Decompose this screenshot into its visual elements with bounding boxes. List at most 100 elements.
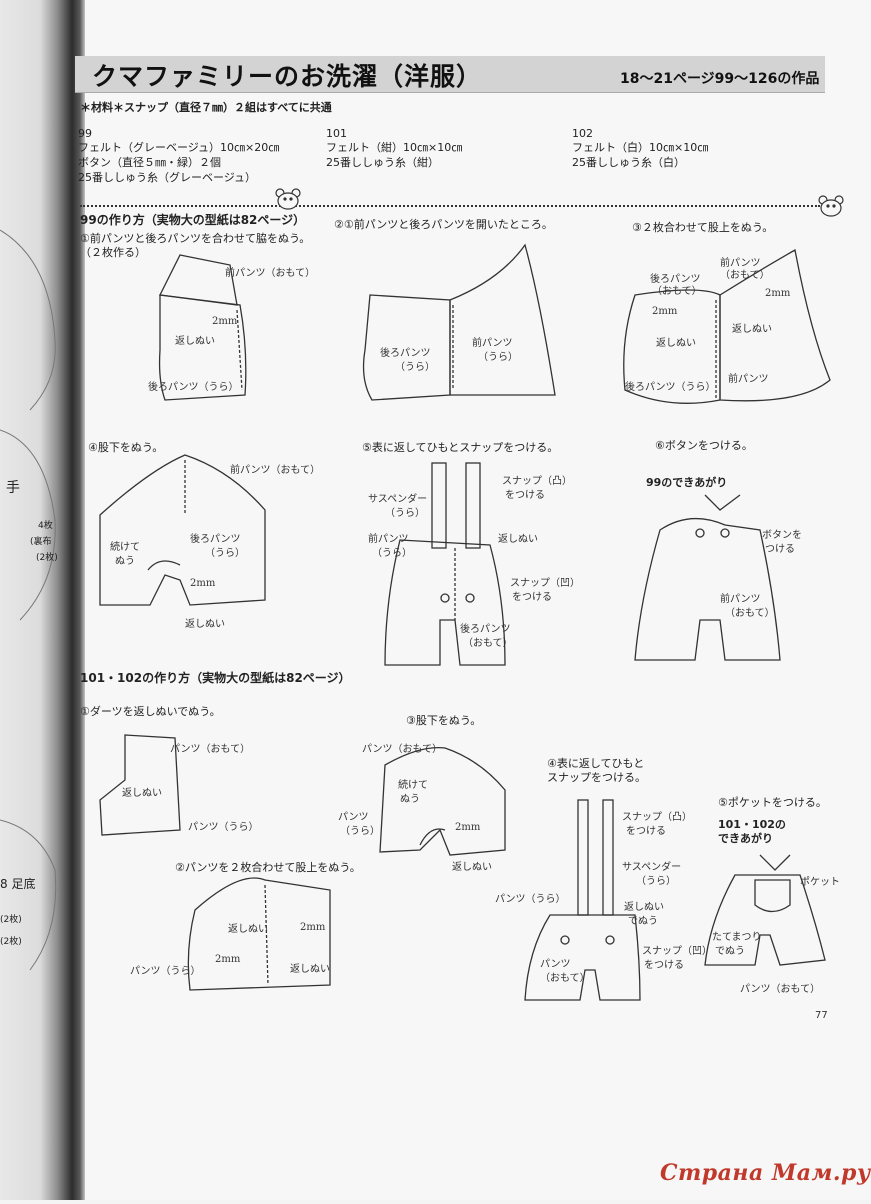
- item99-number: 99: [78, 127, 92, 140]
- book-spine-shadow: [0, 0, 85, 1200]
- prev-text-6: (2枚): [0, 915, 22, 925]
- lbl-101s4-snap-totsu: スナップ（凸）: [622, 812, 692, 823]
- lbl-s3-front-omote: （おもて）: [720, 270, 770, 281]
- diagram-99-step1: [158, 254, 247, 401]
- s99-step3-text: ③２枚合わせて股上をぬう。: [632, 221, 774, 234]
- previous-page-curves: [0, 229, 57, 971]
- s101-step4-text-2: スナップをつける。: [547, 771, 646, 784]
- lbl-s4-back-ura: （うら）: [205, 548, 245, 559]
- watermark: Страна Мам.ру: [660, 1160, 871, 1186]
- diagram-101-finished: [704, 854, 826, 966]
- bear-icon-left: [275, 188, 301, 210]
- lbl-101f-pants-out: パンツ（おもて）: [740, 984, 821, 995]
- prev-text-3: (裏布: [30, 537, 52, 547]
- lbl-101s2-2mm-left: 2mm: [215, 954, 241, 965]
- lbl-101s3-pants: パンツ: [338, 812, 369, 823]
- prev-text-4: (2枚): [36, 553, 58, 563]
- diagram-101-step2: [187, 877, 331, 991]
- prev-text-2: 4枚: [38, 521, 53, 531]
- lbl-s5-back: 後ろパンツ: [460, 624, 511, 635]
- prev-text-7: (2枚): [0, 937, 22, 947]
- lbl-s1-kaeshi: 返しぬい: [175, 336, 215, 347]
- lbl-s1-back: 後ろパンツ（うら）: [148, 382, 239, 393]
- lbl-s4-nuu: ぬう: [115, 556, 135, 567]
- lbl-s5-front-ura: （うら）: [372, 548, 412, 559]
- lbl-101s2-2mm-right: 2mm: [300, 922, 326, 933]
- lbl-101s3-2mm: 2mm: [455, 822, 481, 833]
- lbl-s6-button: ボタンを: [762, 530, 802, 541]
- lbl-s4-front: 前パンツ（おもて）: [230, 465, 321, 476]
- s101-step2-text: ②パンツを２枚合わせて股上をぬう。: [175, 861, 361, 874]
- s101-step5-text: ⑤ポケットをつける。: [718, 796, 827, 809]
- lbl-s2-back-ura: （うら）: [395, 362, 435, 373]
- item102-line-2: 25番ししゅう糸（白）: [572, 156, 685, 169]
- diagram-99-step3: [623, 248, 831, 404]
- s99-step1-note: （２枚作る）: [80, 246, 146, 259]
- lbl-s4-tsuzukete: 続けて: [110, 542, 140, 553]
- s101-step4-text-1: ④表に返してひもと: [547, 757, 645, 770]
- lbl-101s1-kaeshi: 返しぬい: [122, 788, 162, 799]
- diagram-99-step4: [99, 454, 266, 606]
- lbl-s4-2mm: 2mm: [190, 578, 216, 589]
- materials-common: ＊材料＊スナップ（直径７㎜）２組はすべてに共通: [80, 101, 332, 114]
- lbl-101f-denuu: でぬう: [715, 946, 745, 957]
- item99-line-3: 25番ししゅう糸（グレーベージュ）: [78, 171, 257, 184]
- lbl-s4-kaeshi: 返しぬい: [185, 619, 225, 630]
- lbl-s5-suspender-ura: （うら）: [385, 508, 425, 519]
- lbl-s6-tsukeru: つける: [765, 544, 795, 555]
- lbl-s3-front-ura: 前パンツ: [728, 374, 769, 385]
- lbl-s1-2mm: 2mm: [212, 316, 238, 327]
- lbl-101s3-nuu: ぬう: [400, 794, 420, 805]
- lbl-s3-2mm-left: 2mm: [652, 306, 678, 317]
- lbl-101s4-suspender: サスペンダー: [622, 862, 682, 873]
- s99-step2-text: ②①前パンツと後ろパンツを開いたところ。: [334, 218, 553, 231]
- diagram-101-step4: [524, 799, 641, 1001]
- lbl-s5-back-omote: （おもて）: [463, 638, 513, 649]
- lbl-s5-kaeshi: 返しぬい: [498, 534, 538, 545]
- lbl-s6-front: 前パンツ: [720, 594, 761, 605]
- lbl-s5-front: 前パンツ: [368, 534, 409, 545]
- lbl-101s4-suspender-ura: （うら）: [636, 876, 676, 887]
- lbl-s6-front-omote: （おもて）: [725, 608, 775, 619]
- lbl-s3-back-ura: 後ろパンツ（うら）: [625, 382, 716, 393]
- s101-step3-text: ③股下をぬう。: [406, 714, 482, 727]
- page-title: クマファミリーのお洗濯（洋服）: [92, 62, 483, 91]
- lbl-101s1-pants-in: パンツ（うら）: [188, 822, 259, 833]
- lbl-s5-snap-totsu: スナップ（凸）: [502, 476, 572, 487]
- s99-step5-text: ⑤表に返してひもとスナップをつける。: [362, 441, 559, 454]
- lbl-s3-kaeshi-right: 返しぬい: [732, 324, 772, 335]
- lbl-101s3-tsuzukete: 続けて: [398, 780, 428, 791]
- diagram-99-finished: [634, 494, 781, 661]
- lbl-101s1-pants-out: パンツ（おもて）: [170, 744, 251, 755]
- lbl-s2-front: 前パンツ: [472, 338, 513, 349]
- item101-line-1: フェルト（紺）10㎝×10㎝: [326, 141, 463, 154]
- lbl-101f-tatematsuri: たてまつり: [712, 932, 762, 943]
- lbl-101s4-pants-omote: （おもて）: [540, 973, 590, 984]
- item99-line-1: フェルト（グレーベージュ）10㎝×20㎝: [78, 141, 280, 154]
- s99-step1-text: ①前パンツと後ろパンツを合わせて脇をぬう。: [80, 232, 311, 245]
- bear-icon-right: [818, 195, 844, 217]
- s99-finished-label: 99のできあがり: [646, 476, 728, 489]
- lbl-s5-snap-totsu-tsukeru: をつける: [505, 490, 545, 501]
- lbl-101s3-pants-ura: （うら）: [340, 826, 380, 837]
- section101-heading: 101・102の作り方（実物大の型紙は82ページ）: [80, 671, 351, 685]
- lbl-s4-back: 後ろパンツ: [190, 534, 241, 545]
- lbl-s5-snap-ou-tsukeru: をつける: [512, 592, 552, 603]
- s101-finished-label-1: 101・102の: [718, 818, 786, 831]
- lbl-101s4-snap-ou: スナップ（凹）: [642, 946, 712, 957]
- lbl-101s4-snap-ou-tsukeru: をつける: [644, 960, 684, 971]
- item99-line-2: ボタン（直径５㎜・緑）２個: [78, 156, 221, 169]
- diagram-99-step2: [362, 243, 556, 401]
- lbl-101s4-kaeshi: 返しぬい: [624, 902, 664, 913]
- lbl-s3-back-omote: （おもて）: [652, 286, 702, 297]
- lbl-101s4-kaeshi-de: でぬう: [628, 916, 658, 927]
- page-subtitle: 18〜21ページ99〜126の作品: [620, 71, 820, 87]
- diagram-99-step5: [384, 462, 506, 666]
- lbl-101s2-pants-in: パンツ（うら）: [130, 966, 201, 977]
- s101-finished-label-2: できあがり: [718, 832, 773, 845]
- dotted-divider: [80, 205, 820, 207]
- lbl-s2-back: 後ろパンツ: [380, 348, 431, 359]
- item101-line-2: 25番ししゅう糸（紺）: [326, 156, 439, 169]
- page-number: 77: [815, 1010, 828, 1021]
